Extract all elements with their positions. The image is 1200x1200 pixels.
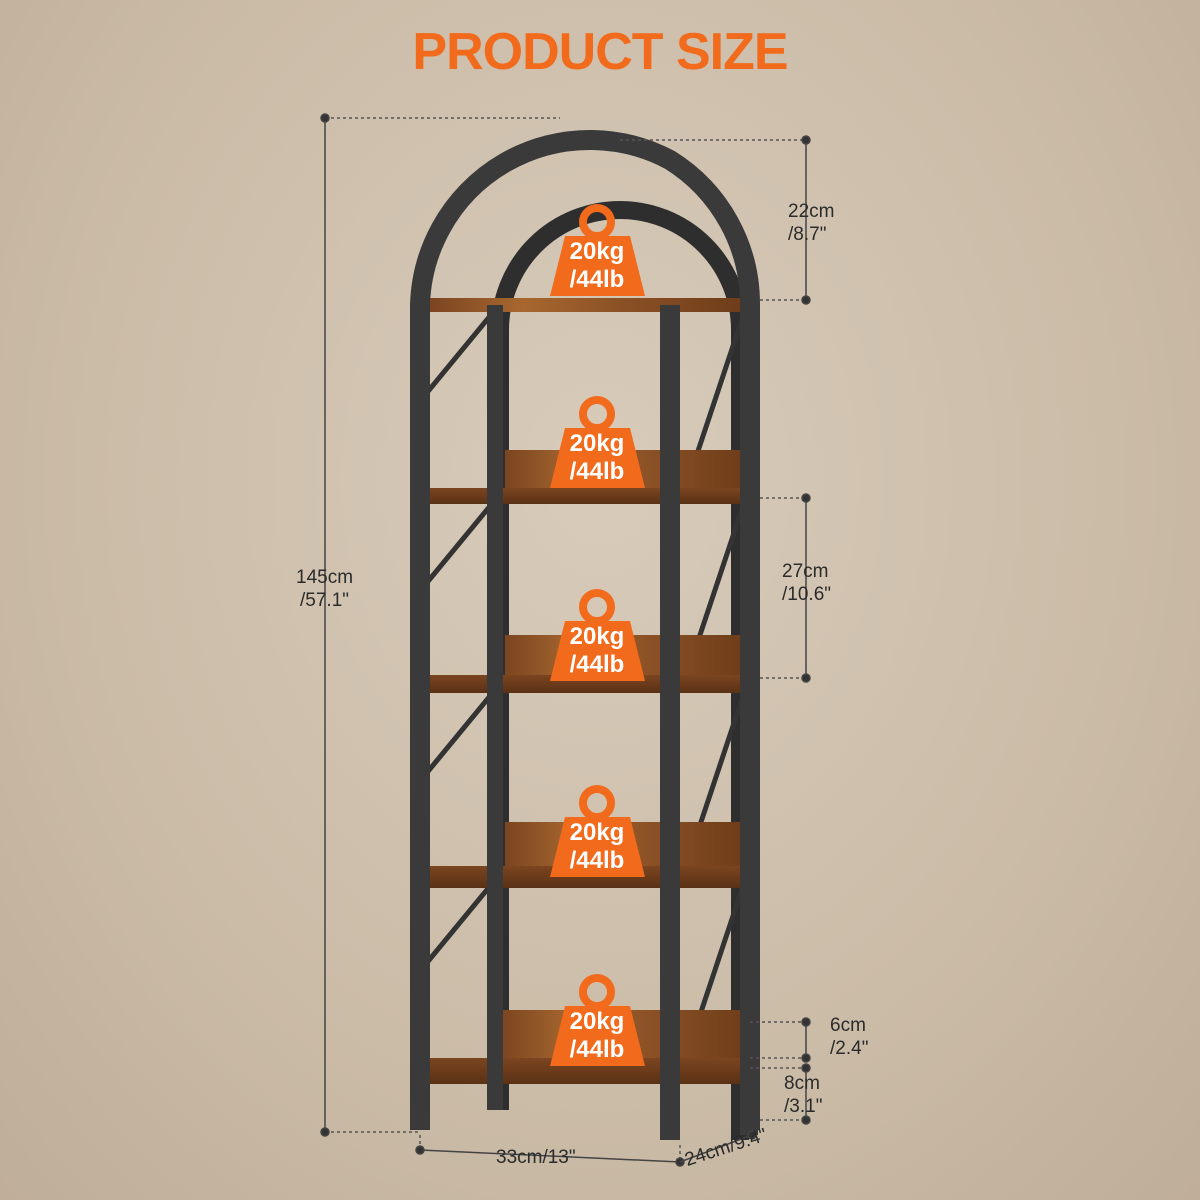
weight-badge-5 (550, 974, 645, 1066)
weight-label-3: 20kg/44lb (569, 623, 625, 678)
weight-badge-2 (550, 396, 645, 488)
dimension-lines (325, 117, 806, 1165)
dimension-solid (320, 113, 811, 1167)
weight-label-2: 20kg/44lb (569, 430, 625, 485)
backboard-height-label: 6cm/2.4" (830, 1015, 869, 1059)
weight-badge-3 (550, 589, 645, 681)
leg-height-label: 8cm/3.1" (784, 1073, 823, 1117)
weight-label-1: 20kg/44lb (569, 238, 625, 293)
shelf-spacing-label: 27cm/10.6" (782, 561, 832, 605)
front-arch (410, 129, 761, 1130)
front-posts (410, 305, 758, 1140)
shelf-1 (430, 298, 740, 312)
page-title: PRODUCT SIZE (412, 23, 788, 81)
width-label: 33cm/13" (496, 1147, 576, 1168)
weight-badge-1 (550, 204, 645, 296)
weight-badge-4 (550, 785, 645, 877)
back-arch (491, 201, 749, 1140)
total-height-label: 145cm/57.1" (296, 567, 354, 611)
weight-label-5: 20kg/44lb (569, 1008, 625, 1063)
weight-label-4: 20kg/44lb (569, 819, 625, 874)
arch-height-label: 22cm/8.7" (788, 201, 835, 245)
weight-badges (550, 204, 645, 1066)
